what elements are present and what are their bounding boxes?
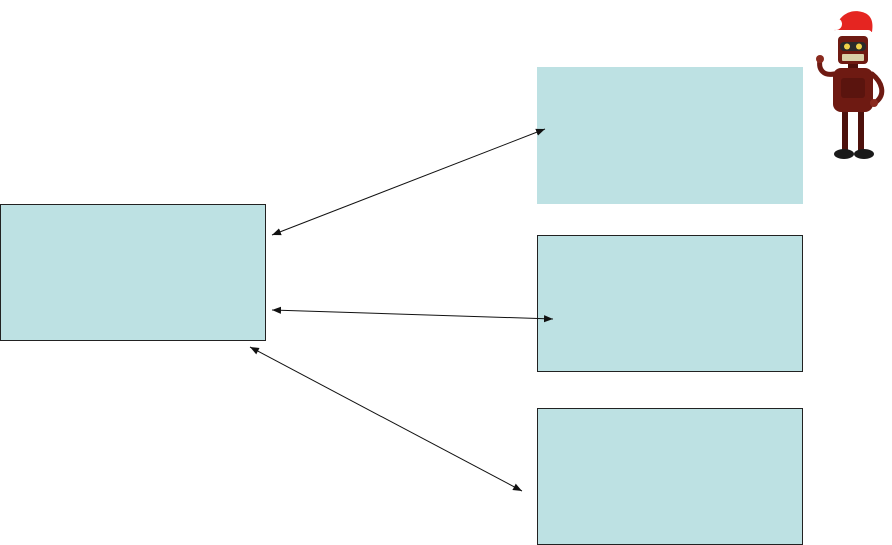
robot-santa-hat-icon [816, 11, 885, 159]
arrow-left-to-middle [271, 306, 554, 323]
arrow-left-to-bottom [249, 346, 523, 492]
arrow-left-to-top [271, 128, 546, 236]
middle-right-box [537, 235, 803, 372]
top-right-box [537, 67, 803, 204]
left-box [0, 204, 266, 341]
bottom-right-box [537, 408, 803, 545]
